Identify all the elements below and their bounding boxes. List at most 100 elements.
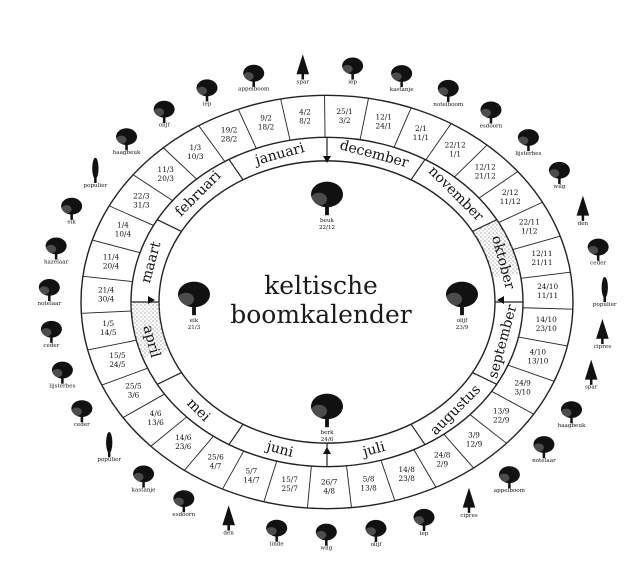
date-range-start: 14/6 <box>175 433 192 442</box>
month-divider <box>157 373 181 385</box>
date-divider <box>92 240 140 253</box>
date-divider <box>381 460 395 500</box>
tree-label: esdoorn <box>172 512 195 518</box>
date-range-end: 18/2 <box>258 123 274 132</box>
date-range-end: 11/12 <box>500 197 521 206</box>
tree-label: appelboom <box>494 488 526 494</box>
date-range-start: 24/8 <box>434 450 451 459</box>
date-range-end: 4/7 <box>210 461 222 470</box>
inner-tree-date: 22/12 <box>319 225 336 231</box>
date-divider <box>513 236 560 249</box>
tree-label: ceder <box>43 343 59 349</box>
tree-label: populier <box>97 457 121 463</box>
date-range-end: 21/11 <box>531 258 552 267</box>
date-range-end: 31/3 <box>133 200 150 209</box>
date-range-end: 20/4 <box>103 261 120 270</box>
date-range-end: 23/8 <box>399 474 416 483</box>
tree-label: ceder <box>74 422 90 428</box>
tree-icon-notelaar <box>533 436 554 458</box>
month-divider <box>229 424 243 444</box>
inner-tree-date: 24/6 <box>321 437 334 443</box>
tree-icon-haagbeuk <box>561 401 582 423</box>
tree-icon-lijsterbes <box>518 129 539 151</box>
date-range-end: 20/3 <box>158 174 175 183</box>
tree-label: wilg <box>553 184 565 190</box>
tree-label: den <box>578 221 589 227</box>
tree-icon-cipres <box>463 488 476 513</box>
date-range-start: 25/1 <box>336 107 352 116</box>
date-range-start: 4/2 <box>299 107 311 116</box>
tree-label: iep <box>348 79 357 85</box>
date-range-start: 2/12 <box>502 188 518 197</box>
date-range-start: 24/9 <box>514 378 531 387</box>
date-range-start: 22/12 <box>445 141 466 150</box>
date-range-end: 13/10 <box>527 357 548 366</box>
date-range-start: 1/3 <box>189 143 201 152</box>
tree-icon-esdoorn <box>480 101 501 123</box>
tree-icon-populier <box>92 158 98 183</box>
date-range-start: 12/12 <box>475 162 496 171</box>
date-range-end: 12/9 <box>466 440 483 449</box>
tree-icon-populier <box>106 432 112 457</box>
date-range-start: 2/1 <box>415 124 427 133</box>
date-range-start: 25/5 <box>125 382 142 391</box>
date-range-end: 24/5 <box>109 360 126 369</box>
tree-label: haagbeuk <box>113 150 141 156</box>
tree-label: populier <box>84 183 108 189</box>
pointer-arrow <box>323 447 331 454</box>
month-label-mei: mei <box>183 395 213 425</box>
date-range-end: 21/12 <box>475 171 496 180</box>
tree-label: spar <box>585 385 598 391</box>
tree-label: haagbeuk <box>558 423 586 429</box>
date-range-end: 14/7 <box>243 475 260 484</box>
date-divider <box>347 466 352 508</box>
tree-icon-den <box>222 505 235 530</box>
date-range-start: 14/8 <box>399 465 416 474</box>
tree-icon-lijsterbes <box>52 362 73 384</box>
month-divider <box>157 220 181 232</box>
tree-label: lijsterbes <box>515 151 541 157</box>
tree-label: wilg <box>320 546 332 552</box>
date-range-end: 25/7 <box>282 484 299 493</box>
date-divider <box>222 451 243 489</box>
date-range-end: 14/5 <box>100 328 117 337</box>
tree-icon-berk <box>311 394 343 428</box>
date-range-end: 23/6 <box>175 442 192 451</box>
tree-label: spar <box>297 79 310 85</box>
tree-label: olijf <box>371 542 383 548</box>
date-range-start: 19/2 <box>221 126 237 135</box>
date-range-end: 24/1 <box>375 122 391 131</box>
date-range-end: 10/4 <box>115 230 132 239</box>
tree-icon-spar <box>296 54 309 79</box>
date-range-end: 11/1 <box>413 133 429 142</box>
date-range-start: 12/1 <box>375 113 391 122</box>
tree-icon-haagbeuk <box>116 128 137 150</box>
tree-label: lijsterbes <box>49 384 75 390</box>
date-divider <box>519 337 568 346</box>
tree-label: kastanje <box>390 87 415 93</box>
month-divider <box>411 424 425 444</box>
date-range-start: 15/5 <box>109 351 126 360</box>
tree-icon-beuk <box>311 182 343 216</box>
tree-icon-ceder <box>71 400 92 422</box>
date-range-start: 5/8 <box>363 474 375 483</box>
tree-icon-appelboom <box>499 466 520 488</box>
month-label-juli: juli <box>359 439 387 461</box>
tree-icon-notelboom <box>438 80 459 102</box>
tree-icon-wilg <box>316 524 337 546</box>
tree-label: den <box>223 530 234 536</box>
date-range-start: 15/7 <box>282 475 299 484</box>
date-range-end: 13/8 <box>360 483 377 492</box>
date-range-end: 1/1 <box>449 150 461 159</box>
page-title-line-1: keltische <box>0 271 642 300</box>
date-divider <box>394 108 411 147</box>
tree-label: kastanje <box>132 487 157 493</box>
date-range-start: 5/7 <box>246 466 258 475</box>
pointer-arrow <box>323 156 331 163</box>
tree-label: notelaar <box>532 458 556 464</box>
date-range-end: 8/2 <box>299 116 311 125</box>
tree-label: olijf <box>159 123 171 129</box>
date-range-end: 1/12 <box>521 226 537 235</box>
date-range-start: 22/11 <box>519 217 540 226</box>
date-range-end: 28/2 <box>221 135 237 144</box>
